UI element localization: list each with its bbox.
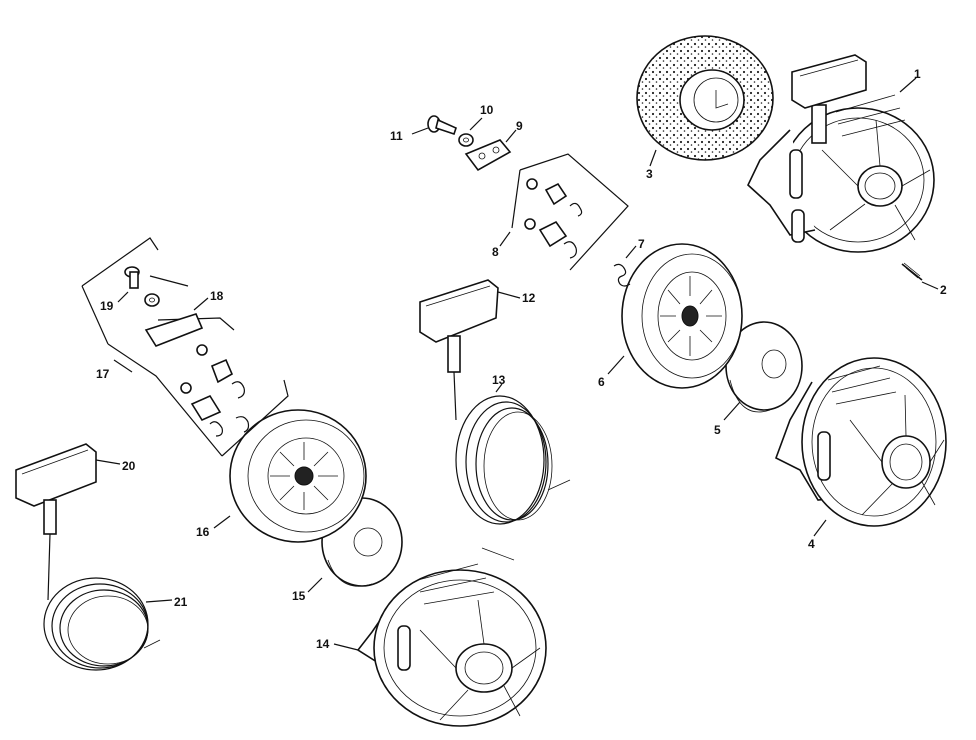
retainer-plate [464,139,512,172]
starter-handle-lower [15,443,97,535]
starter-housing-lower [356,547,547,727]
callout-6: 6 [598,375,605,389]
pawl-spring-icon [613,263,631,287]
callout-21: 21 [174,595,188,609]
starter-pulley [621,243,743,389]
callout-15: 15 [292,589,306,603]
callout-7: 7 [638,237,645,251]
starter-housing [775,357,947,527]
callout-10: 10 [480,103,494,117]
washer-icon [458,133,474,147]
callout-20: 20 [122,459,136,473]
pawl-kit [511,153,629,271]
shoulder-screw-icon [427,115,457,136]
starter-rope [453,371,571,525]
callout-16: 16 [196,525,210,539]
callout-11: 11 [390,129,403,143]
callout-19: 19 [100,299,114,313]
callout-17: 17 [96,367,110,381]
callout-1: 1 [914,67,921,81]
callout-2: 2 [940,283,947,297]
callout-18: 18 [210,289,224,303]
starter-housing-assembly [747,54,935,253]
callout-5: 5 [714,423,721,437]
starter-handle [419,279,499,373]
screw-icon [901,262,923,281]
callout-9: 9 [516,119,523,133]
callout-8: 8 [492,245,499,259]
starter-pulley-lower [229,409,367,543]
pawl-kit-lower [81,237,289,457]
callout-14: 14 [316,637,330,651]
rotating-screen [636,35,774,161]
callout-4: 4 [808,537,815,551]
callout-3: 3 [646,167,653,181]
callout-12: 12 [522,291,536,305]
callout-13: 13 [492,373,506,387]
starter-rope-lower [43,533,161,671]
